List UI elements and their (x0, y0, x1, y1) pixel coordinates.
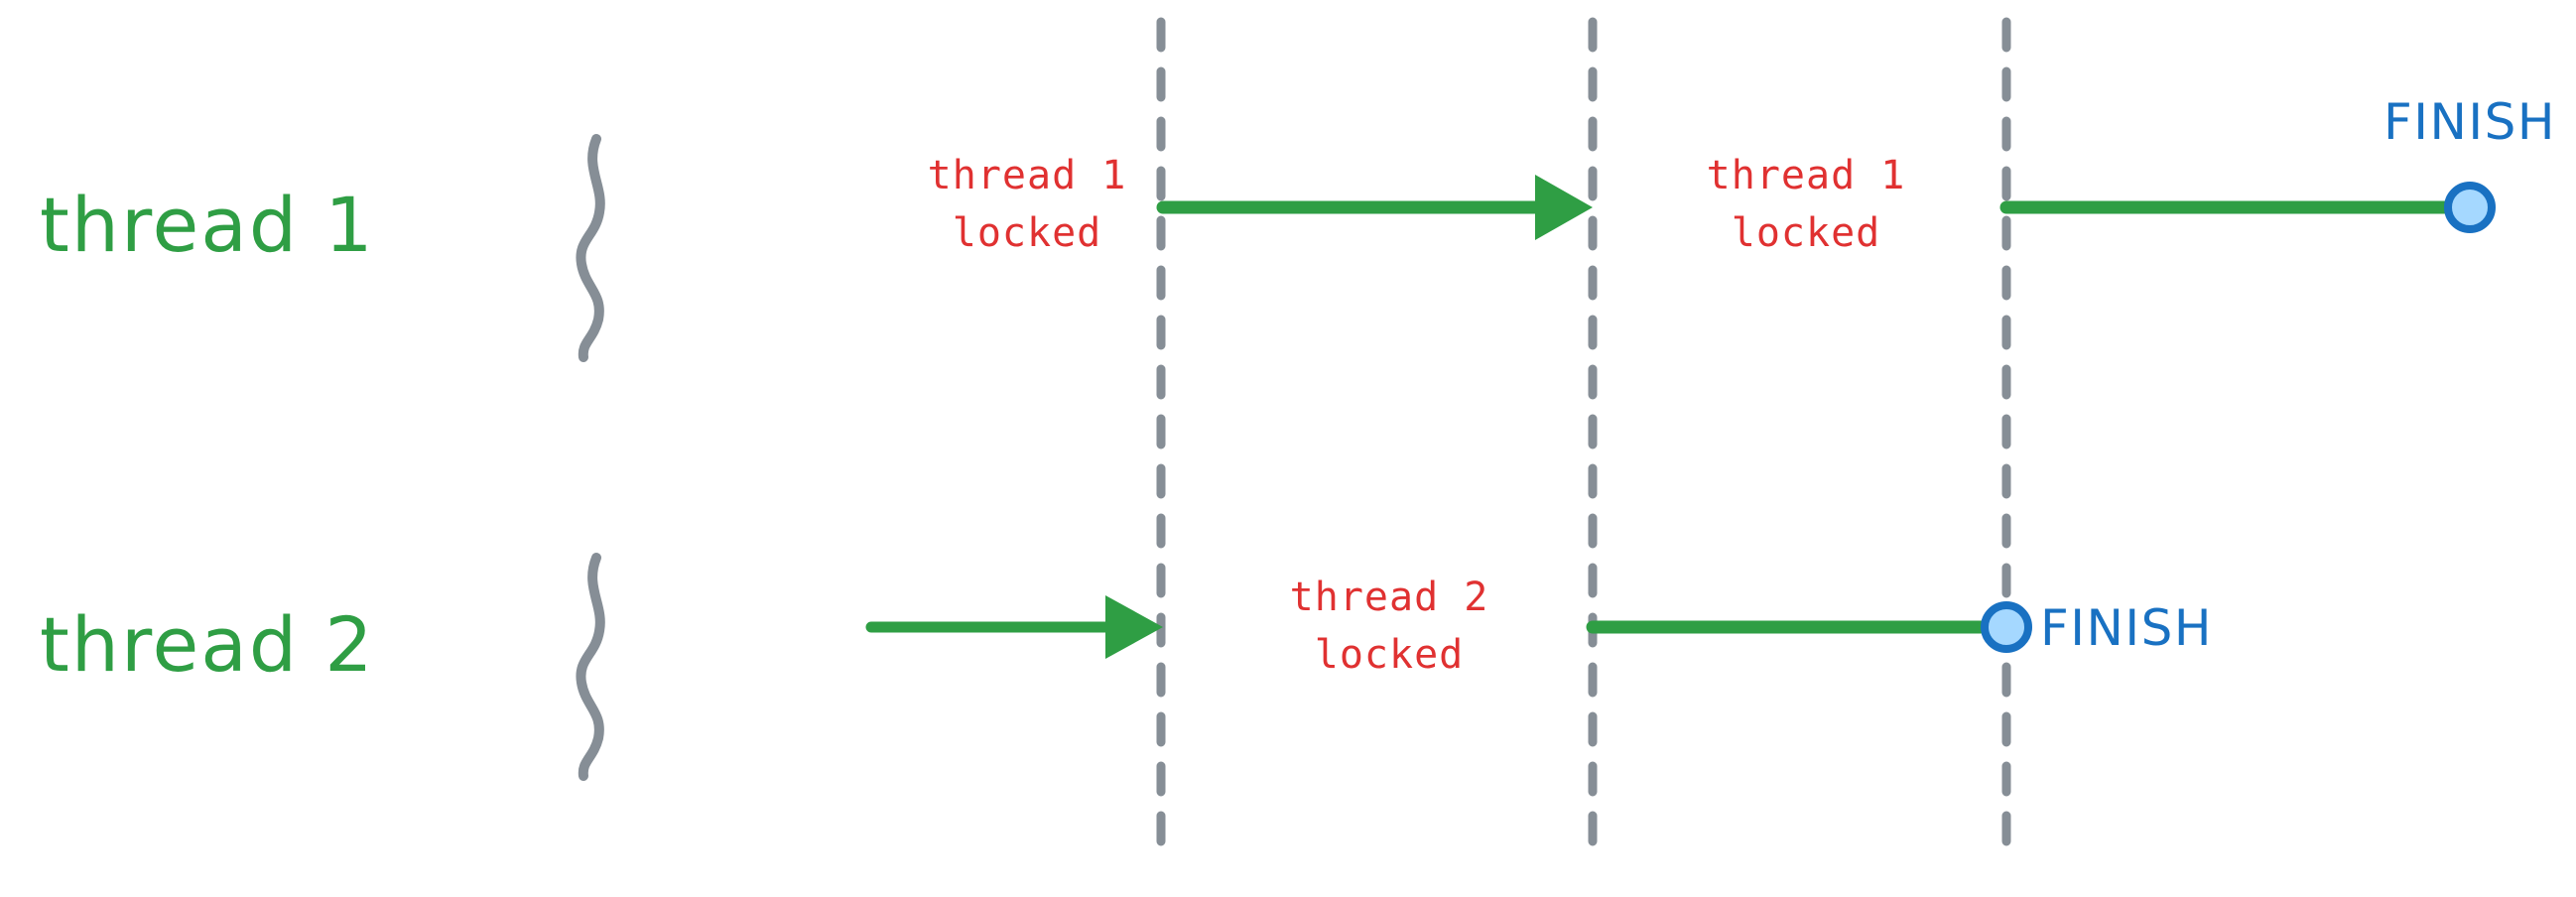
thread-1-locked-label-b-line1: thread 1 (1707, 153, 1906, 198)
thread-1-locked-label-a-line1: thread 1 (928, 153, 1127, 198)
thread-1-finish-label: FINISH (2383, 93, 2556, 151)
thread-2-finish-marker[interactable] (1981, 601, 2032, 653)
thread-2-flow-arrow (865, 595, 1163, 659)
thread-1-locked-label-a-line2: locked (953, 210, 1102, 256)
thread-2-locked-label: thread 2 locked (1290, 575, 1489, 678)
thread-1-flow-arrow-head (1535, 175, 1593, 240)
thread-2-flow-arrow-head (1105, 595, 1163, 659)
thread-2-finish-label: FINISH (2040, 599, 2213, 657)
thread-1-flow-arrow (1156, 175, 1593, 240)
thread-1-locked-label-a: thread 1 locked (928, 153, 1127, 256)
thread-2-locked-label-line2: locked (1315, 632, 1465, 678)
thread-1-brace-icon (576, 134, 605, 362)
thread-1-label: thread 1 (40, 181, 375, 269)
thread-2-brace-icon (576, 553, 605, 781)
thread-1-finish-marker[interactable] (2444, 182, 2496, 233)
thread-2-label: thread 2 (40, 600, 375, 689)
timeline-marker-group (1156, 17, 2011, 864)
thread-1-locked-label-b: thread 1 locked (1707, 153, 1906, 256)
thread-2-locked-label-line1: thread 2 (1290, 575, 1489, 620)
thread-1-locked-label-b-line2: locked (1732, 210, 1881, 256)
